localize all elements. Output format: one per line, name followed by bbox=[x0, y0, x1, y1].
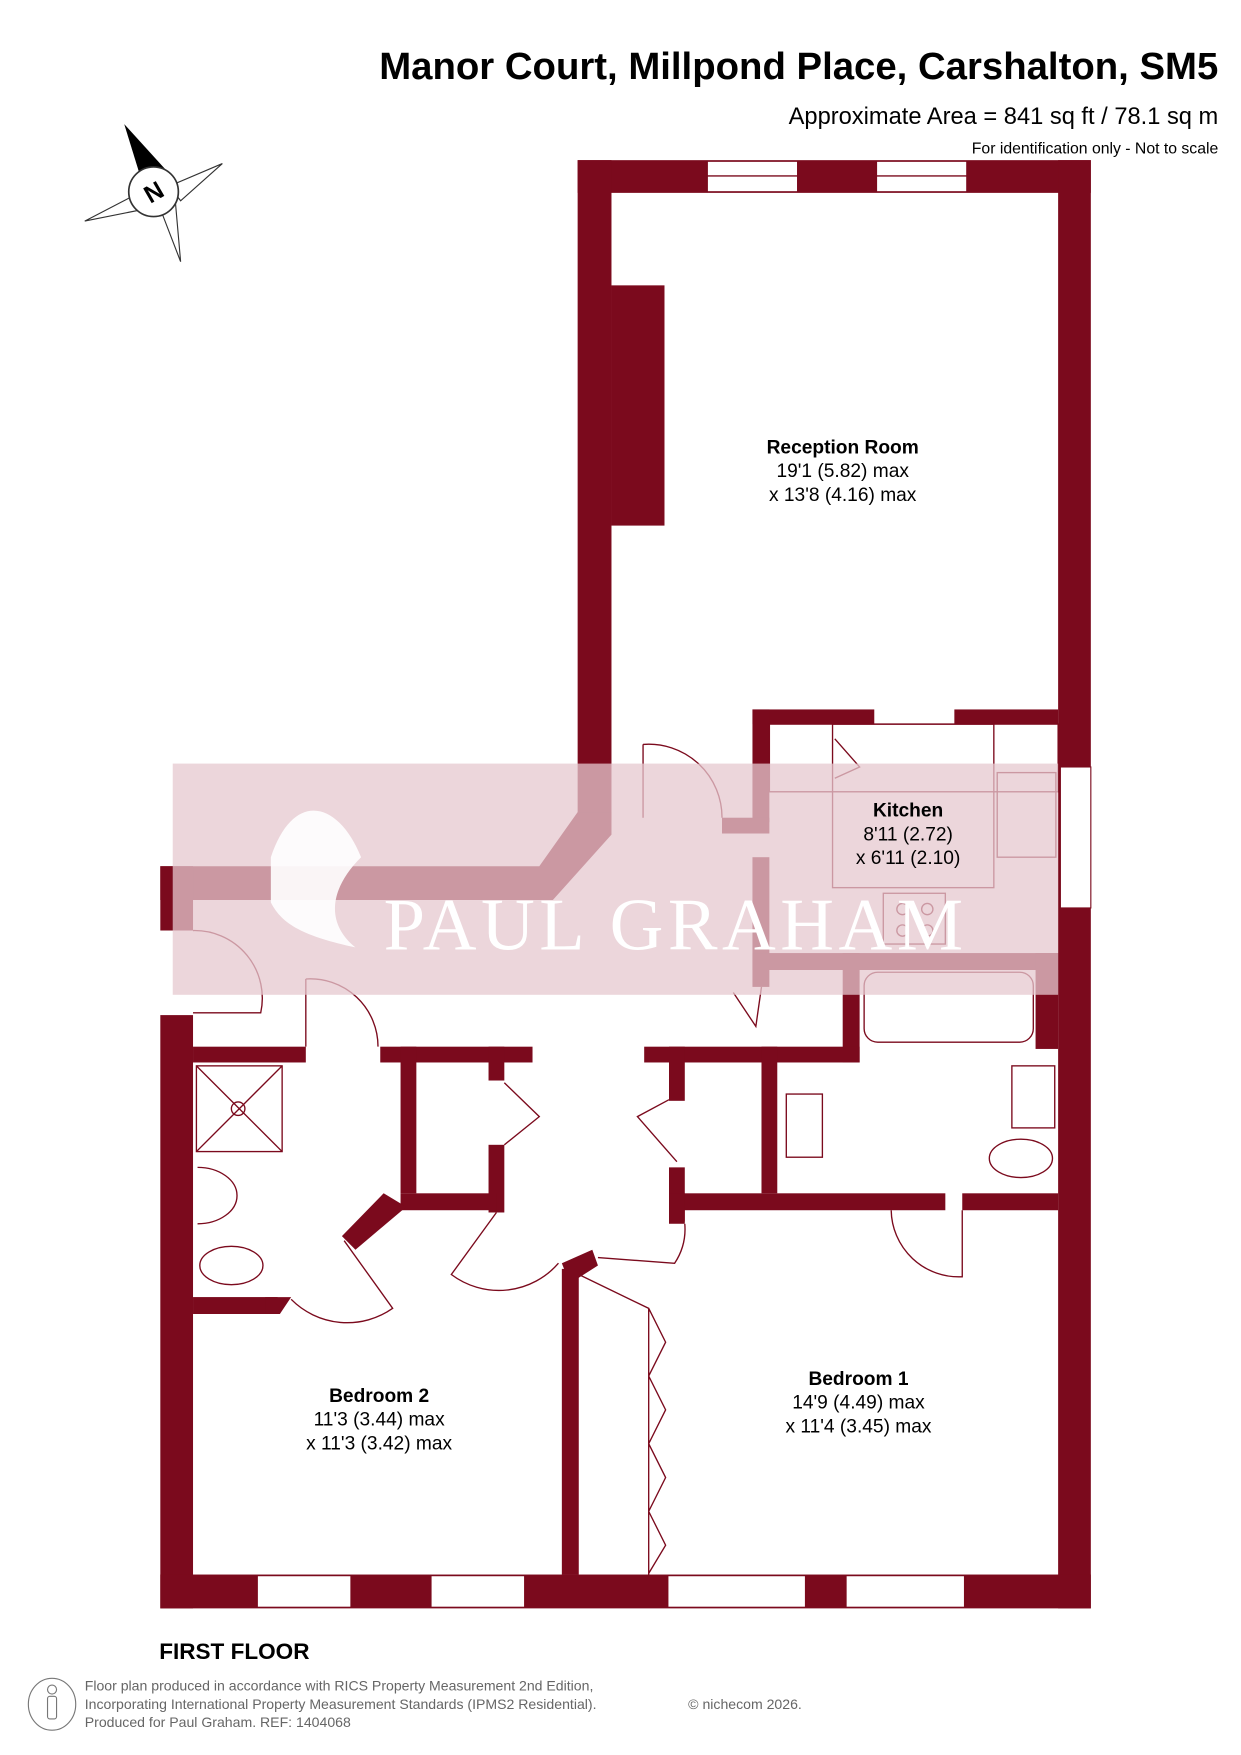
footer-line-2: Incorporating International Property Mea… bbox=[85, 1696, 597, 1712]
room-dimension: x 13'8 (4.16) max bbox=[769, 485, 917, 506]
walls bbox=[160, 160, 1091, 1609]
room-dimension: 8'11 (2.72) bbox=[863, 824, 953, 845]
windows bbox=[256, 160, 1092, 1608]
footer-line-1: Floor plan produced in accordance with R… bbox=[85, 1678, 594, 1694]
compass-icon: N bbox=[84, 124, 223, 262]
shower-icon bbox=[195, 1065, 283, 1153]
room-dimension: x 11'3 (3.42) max bbox=[306, 1433, 452, 1454]
toilet-icon bbox=[988, 1138, 1054, 1179]
room-name: Bedroom 2 bbox=[329, 1386, 429, 1407]
room-dimension: 14'9 (4.49) max bbox=[792, 1393, 925, 1414]
room-bedroom-2: Bedroom 2 11'3 (3.44) max x 11'3 (3.42) … bbox=[306, 1386, 452, 1454]
basin-icon bbox=[785, 1093, 824, 1158]
basin-icon bbox=[197, 1166, 238, 1225]
property-title: Manor Court, Millpond Place, Carshalton,… bbox=[379, 45, 1218, 88]
room-kitchen: Kitchen 8'11 (2.72) x 6'11 (2.10) bbox=[856, 801, 960, 869]
room-name: Reception Room bbox=[767, 437, 919, 458]
room-dimension: 11'3 (3.44) max bbox=[314, 1410, 445, 1431]
room-dimension: x 11'4 (3.45) max bbox=[785, 1416, 931, 1437]
watermark-text: PAUL GRAHAM bbox=[384, 885, 968, 967]
room-dimension: x 6'11 (2.10) bbox=[856, 848, 960, 869]
approximate-area: Approximate Area = 841 sq ft / 78.1 sq m bbox=[789, 104, 1219, 130]
room-dimension: 19'1 (5.82) max bbox=[776, 461, 909, 482]
scale-disclaimer: For identification only - Not to scale bbox=[972, 140, 1219, 157]
footer-line-3: Produced for Paul Graham. REF: 1404068 bbox=[85, 1714, 351, 1730]
person-icon bbox=[27, 1677, 77, 1731]
room-reception: Reception Room 19'1 (5.82) max x 13'8 (4… bbox=[767, 437, 919, 505]
basin-icon bbox=[1011, 1065, 1056, 1129]
room-name: Bedroom 1 bbox=[808, 1369, 908, 1390]
floor-label: FIRST FLOOR bbox=[159, 1639, 309, 1664]
room-name: Kitchen bbox=[873, 801, 943, 822]
leaf-logo-icon bbox=[270, 810, 362, 948]
room-bedroom-1: Bedroom 1 14'9 (4.49) max x 11'4 (3.45) … bbox=[785, 1369, 931, 1437]
toilet-icon bbox=[199, 1245, 264, 1286]
footer-copyright: © nichecom 2026. bbox=[688, 1696, 802, 1712]
watermark: PAUL GRAHAM bbox=[172, 763, 1059, 995]
